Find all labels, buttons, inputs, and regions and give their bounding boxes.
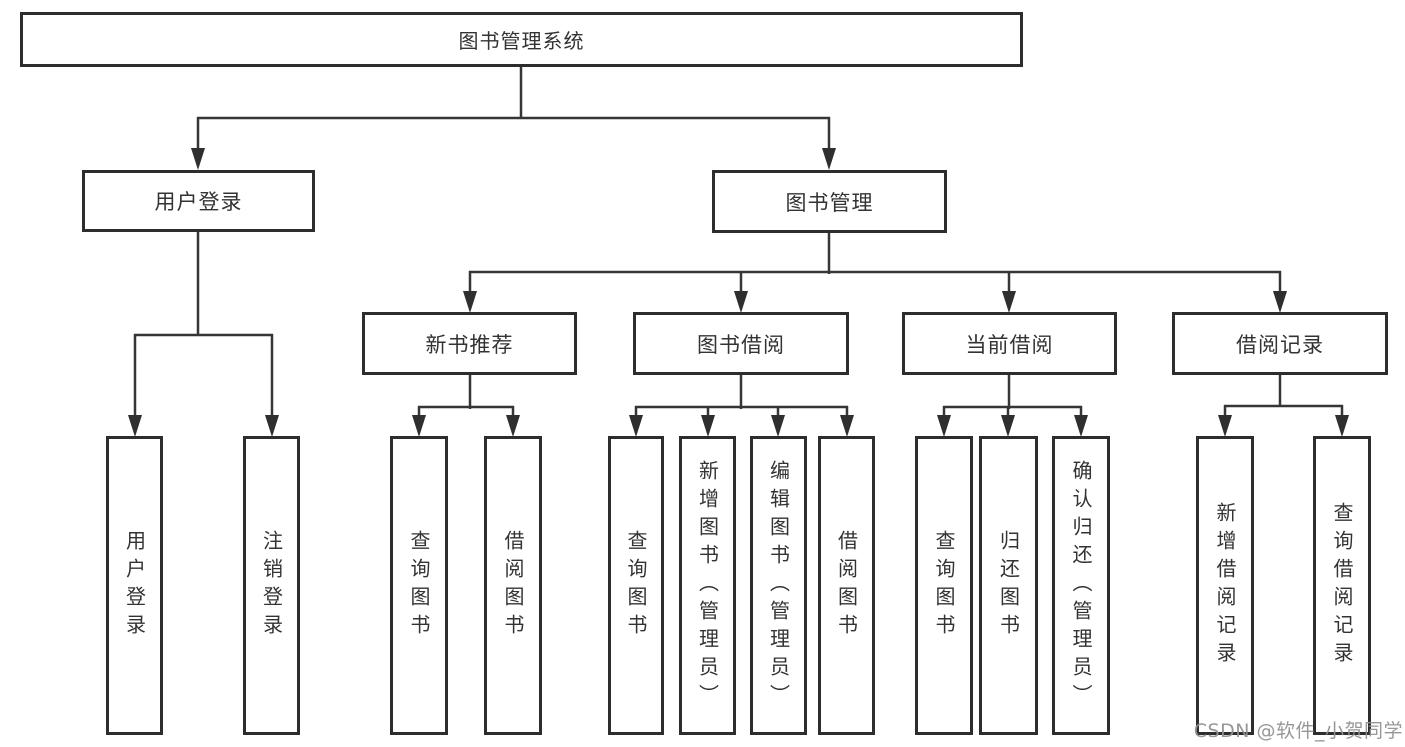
leaf-borrow-edit-books-admin: 编辑图书（管理员） [750,436,807,735]
node-label: 用户登录 [154,190,243,214]
leaf-label: 查询借阅记录 [1330,501,1354,670]
node-current-borrowing: 当前借阅 [902,312,1117,375]
node-book-management: 图书管理 [712,170,947,233]
leaf-borrow-add-books-admin: 新增图书（管理员） [679,436,736,735]
leaf-label: 用户登录 [122,529,147,642]
leaf-record-query-borrow-record: 查询借阅记录 [1313,436,1371,735]
csdn-watermark: CSDN @软件_小贺同学 [1193,720,1403,742]
leaf-label: 注销登录 [259,529,284,642]
leaf-label: 确认归还（管理员） [1069,459,1093,712]
leaf-borrow-borrow-books: 借阅图书 [818,436,875,735]
leaf-label: 借阅图书 [501,529,525,642]
leaf-newbook-borrow-books: 借阅图书 [484,436,542,735]
node-label: 图书借阅 [697,332,785,357]
leaf-newbook-query-books: 查询图书 [390,436,448,735]
leaf-user-login: 用户登录 [106,436,163,735]
node-borrowing-records: 借阅记录 [1172,312,1388,375]
node-book-borrowing: 图书借阅 [633,312,849,375]
leaf-current-return-books: 归还图书 [979,436,1038,735]
node-label: 新书推荐 [425,332,514,357]
leaf-label: 归还图书 [996,529,1021,642]
leaf-label: 编辑图书（管理员） [766,459,791,712]
leaf-label: 查询图书 [624,529,648,642]
leaf-label: 查询图书 [407,529,431,642]
leaf-label: 新增借阅记录 [1213,501,1237,670]
leaf-label: 查询图书 [932,529,956,642]
leaf-record-add-borrow-record: 新增借阅记录 [1196,436,1254,735]
node-user-login: 用户登录 [82,170,315,232]
node-library-management-system: 图书管理系统 [20,12,1023,67]
node-label: 借阅记录 [1236,332,1324,357]
node-label: 图书管理系统 [458,29,585,53]
node-new-book-recommendation: 新书推荐 [362,312,577,375]
leaf-label: 新增图书（管理员） [695,459,720,712]
leaf-current-confirm-return-admin: 确认归还（管理员） [1052,436,1110,735]
leaf-current-query-books: 查询图书 [915,436,973,735]
leaf-label: 借阅图书 [834,529,859,642]
leaf-logout: 注销登录 [243,436,300,735]
node-label: 当前借阅 [965,332,1054,357]
node-label: 图书管理 [785,190,874,215]
leaf-borrow-query-books: 查询图书 [608,436,664,735]
